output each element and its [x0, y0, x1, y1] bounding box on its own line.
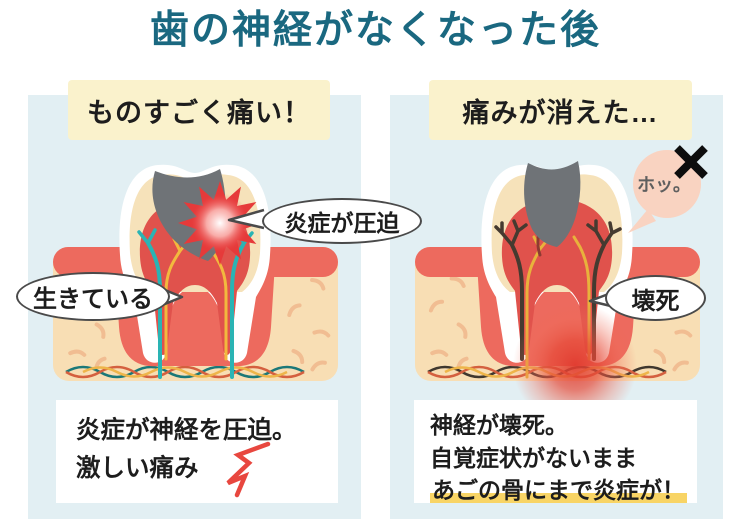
caption-dead-line3-highlighted: あごの骨にまで炎症が！	[430, 477, 687, 504]
tooth-illustration-alive	[53, 164, 338, 381]
pain-zigzag-icon	[226, 441, 271, 498]
relief-bubble-label: ホッ。	[637, 175, 691, 195]
inflammation-bubble-tail	[227, 208, 265, 230]
caption-alive-line1: 炎症が神経を圧迫。	[76, 417, 297, 444]
inflammation-speech-bubble: 炎症が圧迫	[262, 198, 422, 244]
x-mark-icon	[674, 145, 708, 179]
nerves-dead	[494, 219, 622, 379]
cavity	[524, 161, 581, 247]
nerve-braid	[65, 365, 305, 379]
bone-inflammation-glow	[513, 303, 637, 410]
caption-alive-line2: 激しい痛み	[76, 454, 199, 482]
inflammation-bubble-label: 炎症が圧迫	[284, 210, 400, 236]
alive-speech-bubble: 生きている	[16, 272, 170, 321]
inflammation-glow	[190, 193, 250, 253]
caption-dead-line1: 神経が壊死。	[430, 412, 568, 438]
caption-dead: 神経が壊死。 自覚症状がないまま あごの骨にまで炎症が！	[414, 400, 697, 504]
page-title: 歯の神経がなくなった後	[149, 9, 601, 52]
alive-bubble-label: 生きている	[33, 286, 153, 313]
necrosis-speech-bubble: 壊死	[605, 275, 706, 321]
caption-alive: 炎症が神経を圧迫。 激しい痛み	[56, 400, 338, 503]
necrosis-bubble-label: 壊死	[631, 287, 680, 315]
panel-nerve-dead: 痛みが消えた…	[390, 80, 723, 519]
panel-alive-header: ものすごく痛い！	[68, 80, 330, 140]
panel-dead-header: 痛みが消えた…	[429, 80, 692, 140]
panel-nerve-alive: ものすごく痛い！	[16, 80, 422, 519]
relief-bubble-tail	[628, 209, 656, 233]
caption-dead-line2: 自覚症状がないまま	[430, 444, 637, 471]
